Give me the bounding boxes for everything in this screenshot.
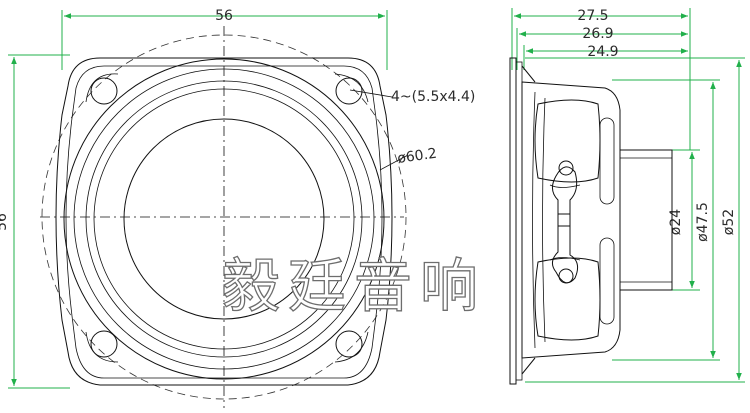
hole-label: 4~(5.5x4.4): [391, 89, 475, 105]
inner-dia-label: ø47.5: [695, 202, 711, 242]
hole-leader: [349, 89, 393, 98]
terminal-hole-bottom: [558, 268, 574, 284]
dust-cap: [123, 118, 325, 320]
ring-outer: [63, 58, 385, 380]
mount-hole-tr: [334, 73, 369, 105]
mount-hole-tl: [85, 73, 119, 105]
frame-outline: [55, 57, 393, 386]
side-slot-lower: [599, 237, 615, 325]
side-slot-upper: [599, 117, 615, 205]
basket-window-lower: [534, 257, 601, 341]
bolt-circle: [41, 34, 407, 400]
outer-dia-label: ø52: [721, 209, 737, 235]
width-dimension: [61, 10, 388, 70]
basket-body: [521, 81, 621, 359]
mount-hole-bl: [85, 330, 119, 363]
front-view: 56 56: [0, 8, 475, 408]
side-view: 27.5 26.9 24.9 ø24 ø47.5 ø52: [509, 8, 745, 385]
watermark: 毅廷音响: [222, 252, 486, 320]
flange-front: [509, 57, 517, 385]
mount-hole-br: [334, 330, 369, 363]
magnet: [619, 149, 673, 291]
basket-window-upper: [534, 99, 601, 183]
magnet-dia-label: ø24: [668, 209, 684, 235]
depth-total-label: 27.5: [577, 8, 608, 24]
terminal-hole-top: [558, 160, 574, 176]
flange-gasket: [515, 61, 523, 381]
height-dimension: [8, 54, 70, 389]
depth-mid-label: 26.9: [582, 26, 613, 42]
bolt-circle-leader: [379, 154, 409, 171]
frame-inner-outline: [65, 65, 383, 379]
depth-basket-label: 24.9: [587, 44, 618, 60]
terminal-strip: [549, 160, 581, 284]
height-label: 56: [0, 213, 10, 231]
bolt-circle-label: ø60.2: [396, 146, 438, 167]
width-label: 56: [215, 8, 233, 24]
terminal-square: [557, 213, 571, 227]
